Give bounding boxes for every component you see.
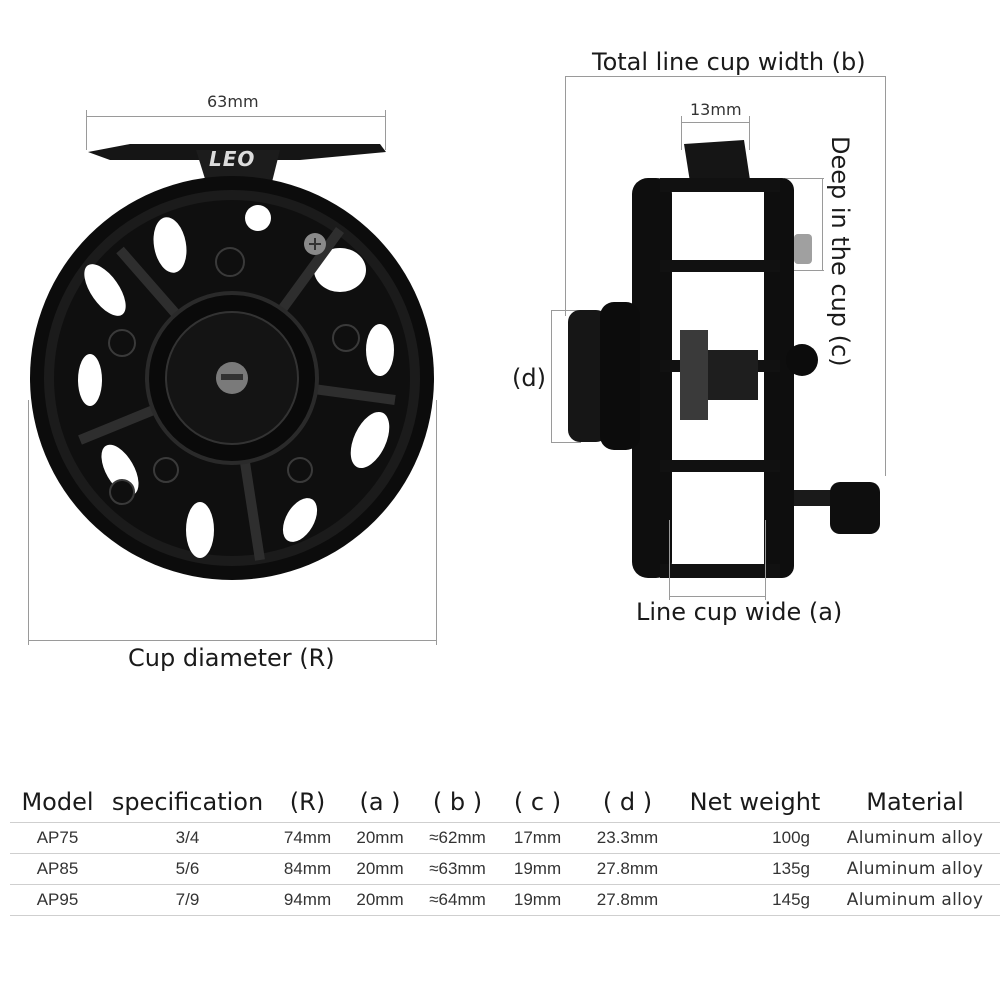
knob-height-label: (d) <box>512 364 546 392</box>
header-c: ( c ) <box>513 788 562 816</box>
cell-c: 19mm <box>500 853 575 885</box>
total-width-tick-left <box>565 76 566 316</box>
cell-net-weight: 100g <box>680 822 830 854</box>
cell-d: 27.8mm <box>575 853 680 885</box>
cell-model: AP75 <box>10 822 105 854</box>
cell-a: 20mm <box>345 884 415 916</box>
cell-net-weight: 135g <box>680 853 830 885</box>
cell-r: 74mm <box>270 822 345 854</box>
cell-material: Aluminum alloy <box>830 853 1000 885</box>
cell-model: AP85 <box>10 853 105 885</box>
foot-depth-tick-left <box>681 116 682 150</box>
total-width-line <box>565 76 885 77</box>
diameter-line <box>28 640 436 641</box>
foot-depth-label: 13mm <box>690 100 742 119</box>
reel-front-illustration <box>30 144 434 580</box>
header-specification: specification <box>111 788 264 816</box>
cell-specification: 3/4 <box>105 822 270 854</box>
table-row: AP75 3/4 74mm 20mm ≈62mm 17mm 23.3mm 100… <box>10 822 1000 854</box>
cup-width-line <box>669 596 765 597</box>
header-net-weight: Net weight <box>689 788 821 816</box>
foot-width-label: 63mm <box>207 92 259 111</box>
cell-material: Aluminum alloy <box>830 884 1000 916</box>
table-row: AP85 5/6 84mm 20mm ≈63mm 19mm 27.8mm 135… <box>10 853 1000 885</box>
cup-width-label: Line cup wide (a) <box>636 598 843 626</box>
cell-a: 20mm <box>345 822 415 854</box>
foot-width-tick-right <box>385 110 386 150</box>
header-d: ( d ) <box>602 788 653 816</box>
brand-logo: LEO <box>209 147 256 171</box>
knob-height-tick-top <box>551 310 581 311</box>
cell-material: Aluminum alloy <box>830 822 1000 854</box>
cell-specification: 7/9 <box>105 884 270 916</box>
spec-table: Model specification (R) (a ) ( b ) ( c )… <box>10 782 1000 916</box>
diameter-tick-right <box>436 400 437 645</box>
cell-b: ≈63mm <box>415 853 500 885</box>
cell-b: ≈62mm <box>415 822 500 854</box>
cell-specification: 5/6 <box>105 853 270 885</box>
cup-depth-label: Deep in the cup (c) <box>826 136 854 367</box>
cell-d: 27.8mm <box>575 884 680 916</box>
header-model: Model <box>21 788 94 816</box>
knob-height-line <box>551 310 552 442</box>
cell-c: 19mm <box>500 884 575 916</box>
cup-diameter-label: Cup diameter (R) <box>128 644 335 672</box>
table-row: AP95 7/9 94mm 20mm ≈64mm 19mm 27.8mm 145… <box>10 884 1000 916</box>
knob-height-tick-bottom <box>551 442 581 443</box>
table-header-row: Model specification (R) (a ) ( b ) ( c )… <box>10 782 1000 823</box>
total-width-tick-right <box>885 76 886 476</box>
cell-r: 84mm <box>270 853 345 885</box>
diameter-tick-left <box>28 400 29 645</box>
cell-b: ≈64mm <box>415 884 500 916</box>
cup-width-tick-left <box>669 520 670 600</box>
cup-depth-line <box>822 178 823 270</box>
foot-width-line <box>86 116 386 117</box>
total-width-label: Total line cup width (b) <box>592 48 866 76</box>
foot-depth-line <box>681 122 749 123</box>
header-b: ( b ) <box>432 788 483 816</box>
header-r: (R) <box>289 788 326 816</box>
cell-model: AP95 <box>10 884 105 916</box>
cell-r: 94mm <box>270 884 345 916</box>
cell-a: 20mm <box>345 853 415 885</box>
cup-depth-tick-bottom <box>784 270 824 271</box>
header-material: Material <box>866 788 964 816</box>
cup-depth-tick-top <box>784 178 824 179</box>
reel-side-illustration <box>568 140 880 578</box>
header-a: (a ) <box>359 788 401 816</box>
foot-width-tick-left <box>86 110 87 150</box>
cup-width-tick-right <box>765 520 766 600</box>
foot-depth-tick-right <box>749 116 750 150</box>
cell-c: 17mm <box>500 822 575 854</box>
cell-d: 23.3mm <box>575 822 680 854</box>
cell-net-weight: 145g <box>680 884 830 916</box>
